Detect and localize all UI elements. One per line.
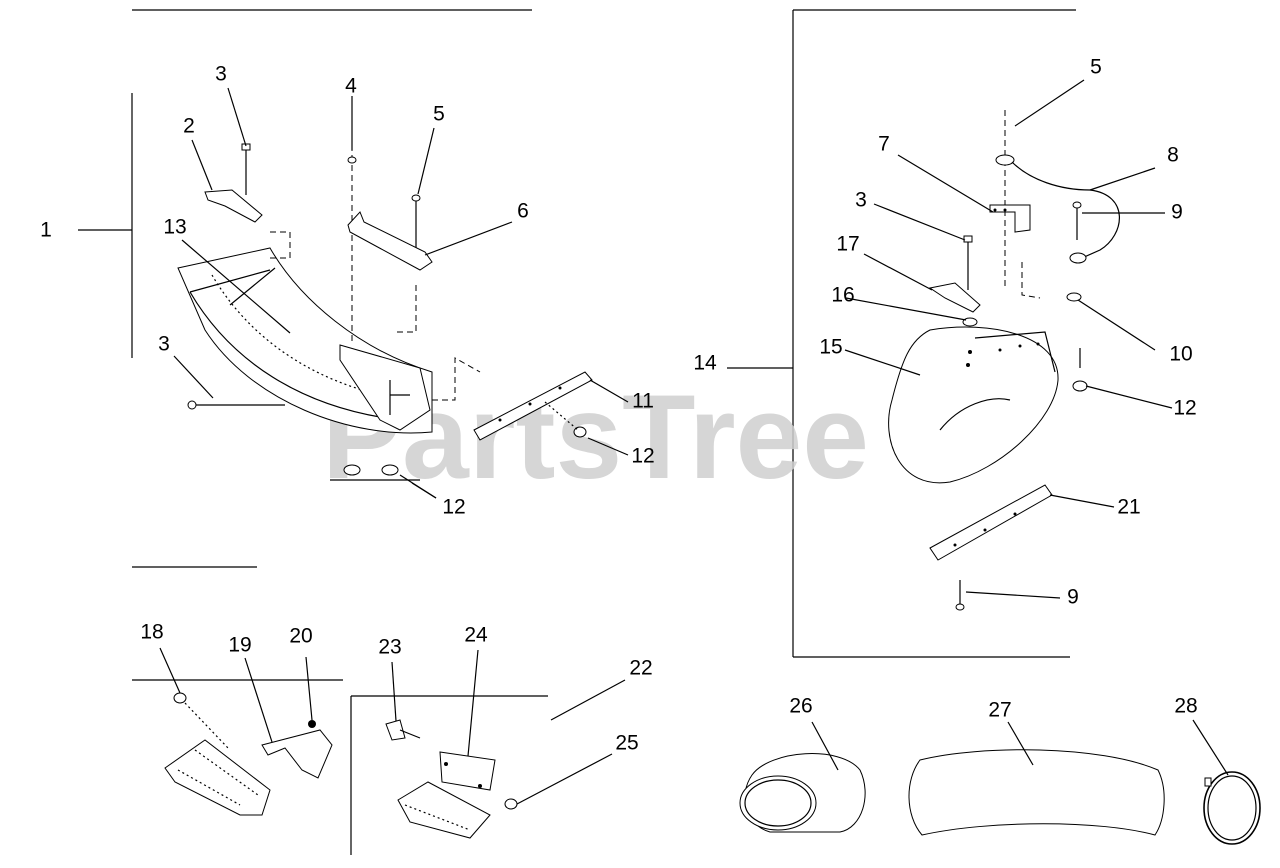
kit-part-19 (164, 692, 333, 816)
frame-lines (78, 9, 1076, 855)
callout-9-bottom: 9 (1067, 586, 1079, 609)
callout-17: 17 (836, 233, 859, 256)
callout-13: 13 (163, 216, 186, 239)
callout-11: 11 (632, 390, 654, 413)
kit-part-24 (385, 719, 518, 839)
callout-15: 15 (819, 336, 842, 359)
callout-22: 22 (629, 657, 652, 680)
callout-26: 26 (789, 695, 812, 718)
callout-20: 20 (289, 625, 312, 648)
hardware-part-10-12 (1066, 292, 1088, 392)
nuts-part-12-left (330, 401, 587, 481)
callout-25: 25 (615, 732, 638, 755)
callout-19: 19 (228, 634, 251, 657)
callout-3-right: 3 (855, 189, 867, 212)
leader-lines (159, 79, 1229, 805)
callout-8: 8 (1167, 144, 1179, 167)
callout-16: 16 (831, 284, 854, 307)
callout-28: 28 (1174, 695, 1197, 718)
bolt-part-3-lower (187, 400, 285, 410)
bar-part-11 (473, 371, 593, 441)
bracket-part-6 (347, 125, 433, 345)
callout-9-top: 9 (1171, 201, 1183, 224)
callout-5-left: 5 (433, 103, 445, 126)
bracket-part-7 (989, 110, 1041, 299)
callout-2: 2 (183, 115, 195, 138)
callout-7: 7 (878, 133, 890, 156)
callout-10: 10 (1169, 343, 1192, 366)
bracket-part-2 (204, 143, 263, 223)
callout-1: 1 (40, 219, 52, 242)
callout-18: 18 (140, 621, 163, 644)
callout-4: 4 (345, 75, 357, 98)
callout-6: 6 (517, 200, 529, 223)
callout-23: 23 (378, 636, 401, 659)
callout-21: 21 (1117, 496, 1140, 519)
callout-5-right: 5 (1090, 56, 1102, 79)
bar-part-21 (929, 484, 1053, 611)
clamp-part-28 (1203, 771, 1261, 845)
callout-12-c: 12 (1173, 397, 1196, 420)
callout-12-b: 12 (442, 496, 465, 519)
mount-bracket (339, 344, 481, 431)
callout-27: 27 (988, 699, 1011, 722)
callout-14: 14 (693, 352, 717, 375)
callout-12-a: 12 (631, 445, 654, 468)
callout-3-top: 3 (215, 63, 227, 86)
deflector-part-15 (888, 326, 1059, 484)
hose-part-27 (908, 749, 1165, 836)
bracket-part-17 (928, 235, 981, 327)
elbow-part-26 (739, 753, 866, 833)
callout-labels: 1 2 3 3 3 4 5 5 6 7 8 9 9 10 11 12 12 12… (40, 56, 1198, 755)
callout-3-left: 3 (158, 333, 170, 356)
callout-24: 24 (464, 624, 488, 647)
